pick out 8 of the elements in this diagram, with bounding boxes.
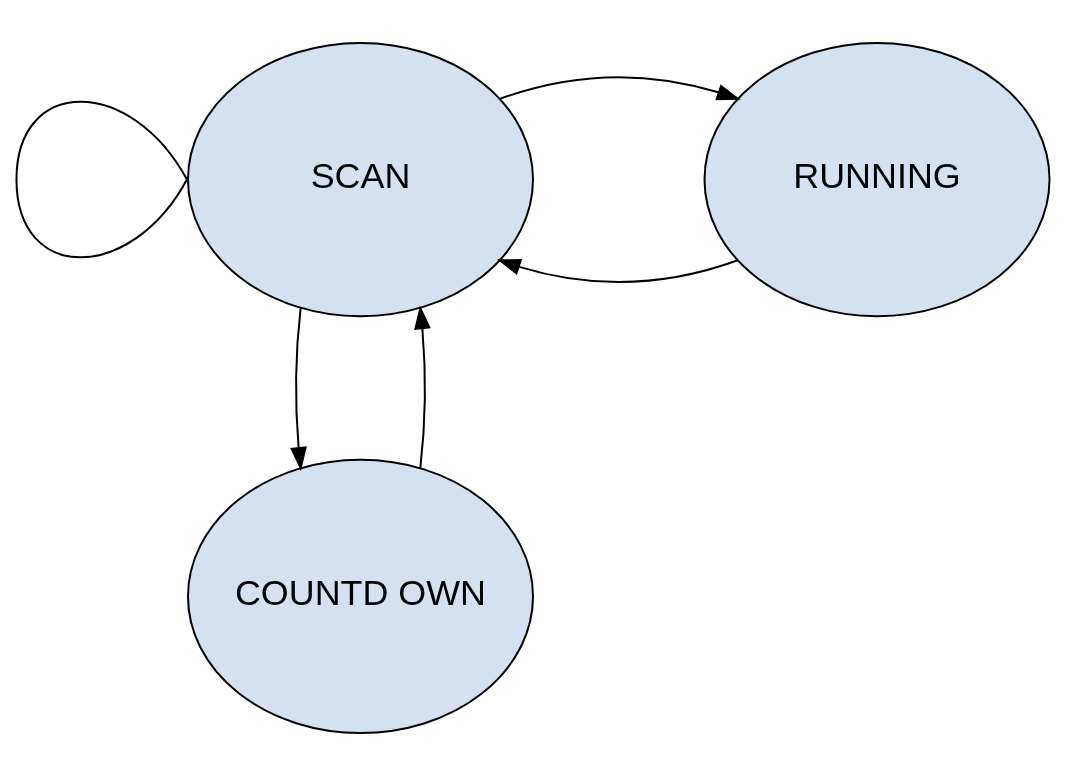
connector	[15, 100, 188, 259]
arrow	[290, 307, 307, 471]
node-ellipse: COUNTD OWN	[187, 458, 534, 734]
arrow	[498, 76, 741, 101]
node-ellipse: SCAN	[187, 42, 534, 318]
node-ellipse: RUNNING	[703, 42, 1051, 318]
arrow	[414, 305, 431, 469]
arrow	[496, 259, 739, 283]
